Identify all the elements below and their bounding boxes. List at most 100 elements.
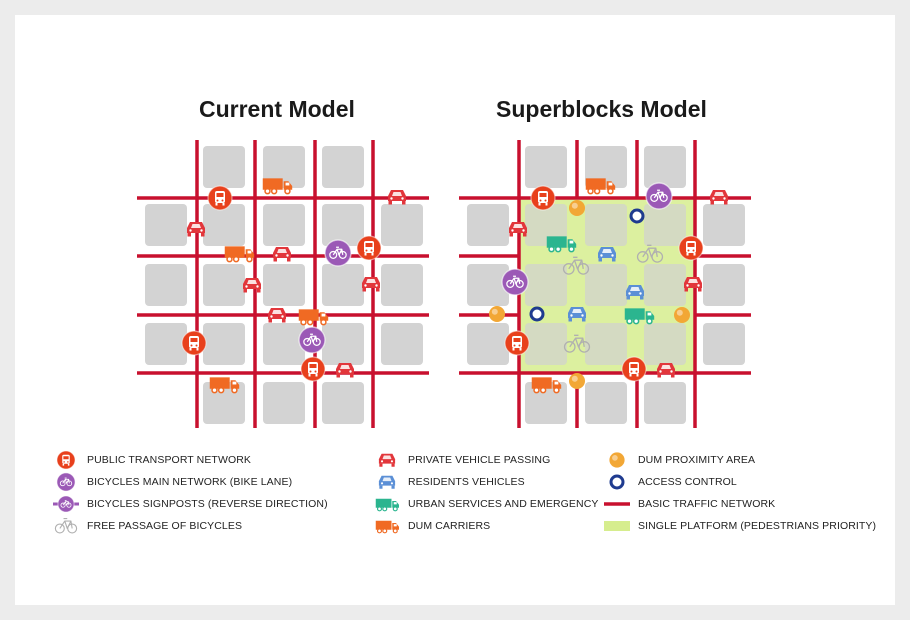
city-block [322,323,364,365]
city-block [585,146,627,188]
car-resident-icon [568,307,586,322]
car-private-icon [374,450,400,470]
city-block [644,146,686,188]
city-block [145,323,187,365]
dum-proximity-icon [674,307,690,323]
car-private-icon [268,308,286,323]
dum-proximity-icon [569,373,585,389]
city-block [585,204,627,246]
city-block [203,323,245,365]
legend-item-bike-main: BICYCLES MAIN NETWORK (BIKE LANE) [53,472,292,492]
city-block [381,204,423,246]
city-block [322,204,364,246]
city-block [263,264,305,306]
bus-icon [207,185,233,211]
city-block [145,204,187,246]
car-private-icon [273,247,291,262]
truck-dum-icon [298,309,329,326]
city-block [703,204,745,246]
bus-icon [181,330,207,356]
superblocks-model-title: Superblocks Model [496,96,707,122]
city-block [263,382,305,424]
bike-main-icon [501,268,529,296]
city-block [585,382,627,424]
city-block [203,146,245,188]
legend-label: PRIVATE VEHICLE PASSING [408,454,551,466]
current-model-title: Current Model [199,96,355,122]
city-block [525,264,567,306]
city-block [525,204,567,246]
access-control-icon [529,306,545,322]
bike-free-icon [53,516,79,536]
legend-item-public-transport: PUBLIC TRANSPORT NETWORK [53,450,251,470]
truck-urban-icon [546,236,577,253]
bike-main-icon [298,326,326,354]
car-resident-icon [598,247,616,262]
car-private-icon [710,190,728,205]
legend-item-urban-services: URBAN SERVICES AND EMERGENCY [374,494,598,514]
bus-icon [504,330,530,356]
city-block [644,204,686,246]
access-control-icon [604,472,630,492]
city-block [322,264,364,306]
bus-icon [53,450,79,470]
legend-label: BASIC TRAFFIC NETWORK [638,498,776,510]
truck-dum-icon [585,178,616,195]
car-private-icon [187,222,205,237]
city-block [644,382,686,424]
legend-item-bike-free: FREE PASSAGE OF BICYCLES [53,516,242,536]
legend-label: BICYCLES SIGNPOSTS (REVERSE DIRECTION) [87,498,328,510]
car-private-icon [509,222,527,237]
city-block [263,204,305,246]
car-private-icon [336,363,354,378]
legend-item-dum-proximity: DUM PROXIMITY AREA [604,450,755,470]
legend-label: SINGLE PLATFORM (PEDESTRIANS PRIORITY) [638,520,877,532]
legend-item-private-vehicle: PRIVATE VEHICLE PASSING [374,450,550,470]
legend-label: RESIDENTS VEHICLES [408,476,525,488]
bike-signpost-icon [53,494,79,514]
dum-proximity-icon [604,450,630,470]
car-private-icon [243,278,261,293]
legend-label: BICYCLES MAIN NETWORK (BIKE LANE) [87,476,293,488]
city-block [203,264,245,306]
city-block [145,264,187,306]
bus-icon [530,185,556,211]
truck-dum-icon [374,516,400,536]
bike-main-icon [53,472,79,492]
bus-icon [678,235,704,261]
car-resident-icon [626,285,644,300]
city-block [263,323,305,365]
city-block [644,264,686,306]
truck-urban-icon [624,308,655,325]
legend-item-dum-carriers: DUM CARRIERS [374,516,490,536]
access-control-icon [629,208,645,224]
bike-free-icon [636,244,664,263]
city-block [585,264,627,306]
legend-item-bike-signpost: BICYCLES SIGNPOSTS (REVERSE DIRECTION) [53,494,328,514]
bike-main-icon [645,182,673,210]
truck-dum-icon [531,377,562,394]
legend-item-single-platform: SINGLE PLATFORM (PEDESTRIANS PRIORITY) [604,516,876,536]
bus-icon [356,235,382,261]
legend-label: FREE PASSAGE OF BICYCLES [87,520,243,532]
legend-item-basic-traffic: BASIC TRAFFIC NETWORK [604,494,775,514]
city-block [703,323,745,365]
city-block [203,204,245,246]
car-private-icon [388,190,406,205]
car-private-icon [362,277,380,292]
city-block [381,323,423,365]
traffic-line-icon [604,494,630,514]
platform-swatch-icon [604,516,630,536]
city-block [467,323,509,365]
legend-item-access-control: ACCESS CONTROL [604,472,737,492]
bus-icon [300,356,326,382]
city-block [644,323,686,365]
car-private-icon [684,277,702,292]
city-block [381,264,423,306]
dum-proximity-icon [489,306,505,322]
truck-dum-icon [262,178,293,195]
bus-icon [621,356,647,382]
legend-label: DUM PROXIMITY AREA [638,454,756,466]
city-block [263,146,305,188]
dum-proximity-icon [569,200,585,216]
